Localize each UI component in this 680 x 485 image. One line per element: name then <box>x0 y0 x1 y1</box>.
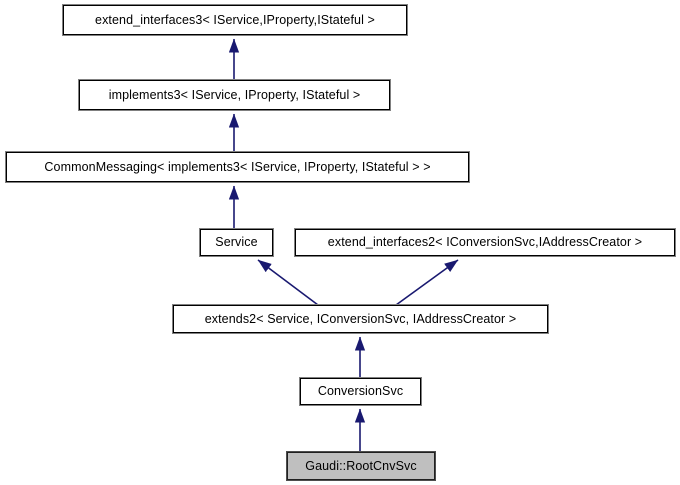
edge-extends2-to-extend-interfaces2 <box>395 259 459 306</box>
node-label: CommonMessaging< implements3< IService, … <box>44 159 431 174</box>
node-service[interactable]: Service <box>199 228 274 257</box>
node-implements3[interactable]: implements3< IService, IProperty, IState… <box>78 79 391 111</box>
node-label: Service <box>215 235 258 250</box>
node-label: extend_interfaces3< IService,IProperty,I… <box>95 12 375 27</box>
node-label: extends2< Service, IConversionSvc, IAddr… <box>204 311 517 326</box>
node-commonmessaging[interactable]: CommonMessaging< implements3< IService, … <box>5 151 470 183</box>
node-conversionsvc[interactable]: ConversionSvc <box>299 377 422 406</box>
node-label: extend_interfaces2< IConversionSvc,IAddr… <box>327 235 643 250</box>
node-label: ConversionSvc <box>317 384 404 399</box>
node-extend-interfaces2[interactable]: extend_interfaces2< IConversionSvc,IAddr… <box>294 228 676 257</box>
node-label: implements3< IService, IProperty, IState… <box>108 87 361 102</box>
node-gaudi-rootcnvsvc[interactable]: Gaudi::RootCnvSvc <box>286 451 436 481</box>
node-extend-interfaces3[interactable]: extend_interfaces3< IService,IProperty,I… <box>62 4 408 36</box>
edge-extends2-to-service <box>257 259 319 306</box>
node-label: Gaudi::RootCnvSvc <box>305 458 417 473</box>
node-extends2[interactable]: extends2< Service, IConversionSvc, IAddr… <box>172 304 549 334</box>
